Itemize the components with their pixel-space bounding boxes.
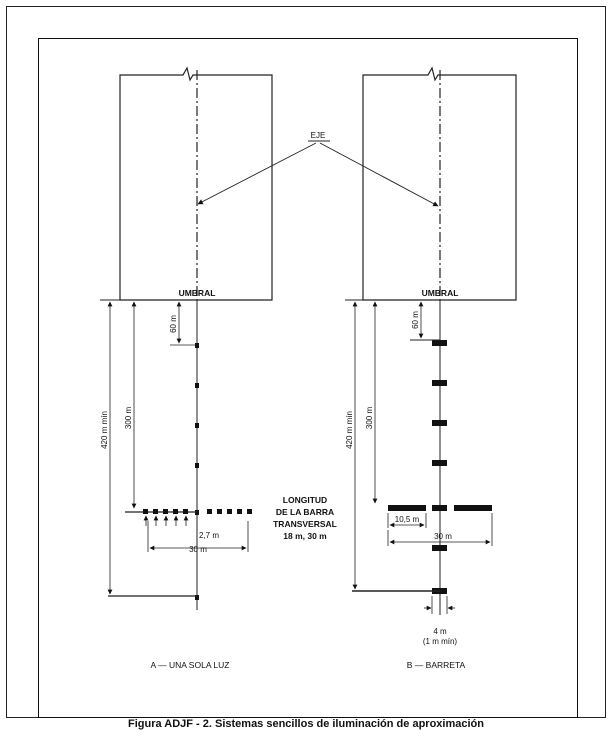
dim-b-4m-min: (1 m mín) — [423, 637, 458, 646]
dim-a-60m: 60 m — [169, 315, 178, 333]
light-a-4 — [195, 463, 199, 468]
runway-a — [119, 66, 273, 301]
approach-lighting-diagram: EJE UMBRAL UMBRAL — [100, 66, 517, 670]
panel-a-title: A — UNA SOLA LUZ — [151, 660, 230, 670]
panel-b-title: B — BARRETA — [407, 660, 466, 670]
light-a-2 — [195, 383, 199, 388]
dim-b-4m: 4 m — [433, 627, 447, 636]
dim-b-60m: 60 m — [411, 311, 420, 329]
figure-border — [38, 38, 578, 718]
dim-a-300m: 300 m — [124, 407, 133, 430]
figure-caption: Figura ADJF - 2. Sistemas sencillos de i… — [128, 718, 484, 730]
crossbar-note-4: 18 m, 30 m — [283, 531, 327, 541]
crossbar-note-2: DE LA BARRA — [276, 507, 334, 517]
crossbar-note-3: TRANSVERSAL — [273, 519, 337, 529]
eje-callout: EJE — [197, 131, 439, 207]
dim-b-10-5m: 10,5 m — [395, 515, 420, 524]
light-a-6 — [195, 595, 199, 600]
dim-b-420m: 420 m mín — [345, 411, 354, 449]
light-a-1 — [195, 343, 199, 348]
runway-b — [362, 66, 517, 301]
crossbar-lights-a — [143, 509, 252, 514]
threshold-label-a: UMBRAL — [179, 288, 216, 298]
dim-b-30m: 30 m — [434, 532, 452, 541]
threshold-label-b: UMBRAL — [422, 288, 459, 298]
dim-a-2-7m: 2,7 m — [199, 531, 219, 540]
dim-b-300m: 300 m — [365, 407, 374, 430]
dim-a-420m: 420 m mín — [100, 411, 109, 449]
approach-b: 10,5 m 30 m 60 m 300 m 420 m mín 4 m (1 … — [345, 299, 493, 646]
dim-a-30m: 30 m — [189, 545, 207, 554]
light-a-3 — [195, 423, 199, 428]
eje-label: EJE — [311, 131, 326, 140]
crossbar-note-1: LONGITUD — [283, 495, 327, 505]
approach-a: 2,7 m 30 m 60 m 300 m 420 m mín — [100, 299, 252, 610]
crossbar-note: LONGITUD DE LA BARRA TRANSVERSAL 18 m, 3… — [273, 495, 337, 541]
